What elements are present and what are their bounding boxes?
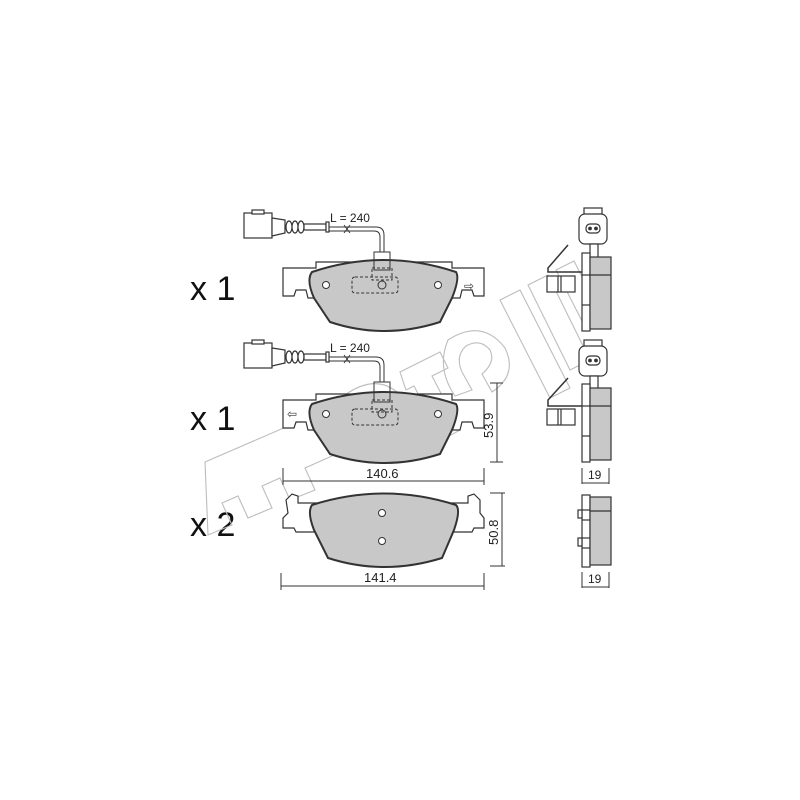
brake-pad-row1-front-view: L = 240 ⇨ — [243, 209, 485, 332]
brake-pad-row1-side-view — [546, 207, 612, 332]
height-dimension-label: 50.8 — [486, 520, 501, 545]
sensor-cable-length-label: L = 240 — [330, 341, 370, 355]
width-dimension-label: 141.4 — [364, 570, 397, 585]
height-dimension-row2 — [490, 382, 503, 463]
friction-material — [308, 391, 459, 464]
brake-pad-row3-front-view: 50.8 141.4 — [280, 492, 505, 590]
width-dimension-label: 140.6 — [366, 466, 399, 481]
quantity-label-row2: x 1 — [190, 400, 236, 438]
quantity-label-row3: x 2 — [190, 506, 236, 544]
sensor-connector-icon — [243, 339, 330, 369]
friction-material — [308, 259, 459, 332]
friction-material — [308, 492, 460, 568]
brake-pad-row2-front-view: L = 240 ⇦ 53.9 — [243, 339, 503, 485]
width-dimension-row3 — [280, 573, 485, 590]
sensor-connector-icon — [243, 209, 330, 239]
direction-arrow-left-icon: ⇦ — [287, 407, 297, 421]
thickness-dimension-row3 — [581, 572, 610, 588]
width-dimension-row2 — [282, 468, 485, 485]
brake-pad-row2-side-view — [546, 339, 612, 463]
height-dimension-label: 53.9 — [481, 413, 496, 438]
direction-arrow-right-icon: ⇨ — [464, 279, 474, 293]
thickness-dimension-label: 19 — [588, 572, 602, 586]
brake-pad-row3-side-view — [577, 494, 612, 568]
thickness-dimension-label: 19 — [588, 468, 602, 482]
thickness-dimension-row2 — [581, 468, 610, 484]
height-dimension-row3 — [490, 492, 505, 567]
quantity-label-row1: x 1 — [190, 270, 236, 308]
sensor-cable-length-label: L = 240 — [330, 211, 370, 225]
